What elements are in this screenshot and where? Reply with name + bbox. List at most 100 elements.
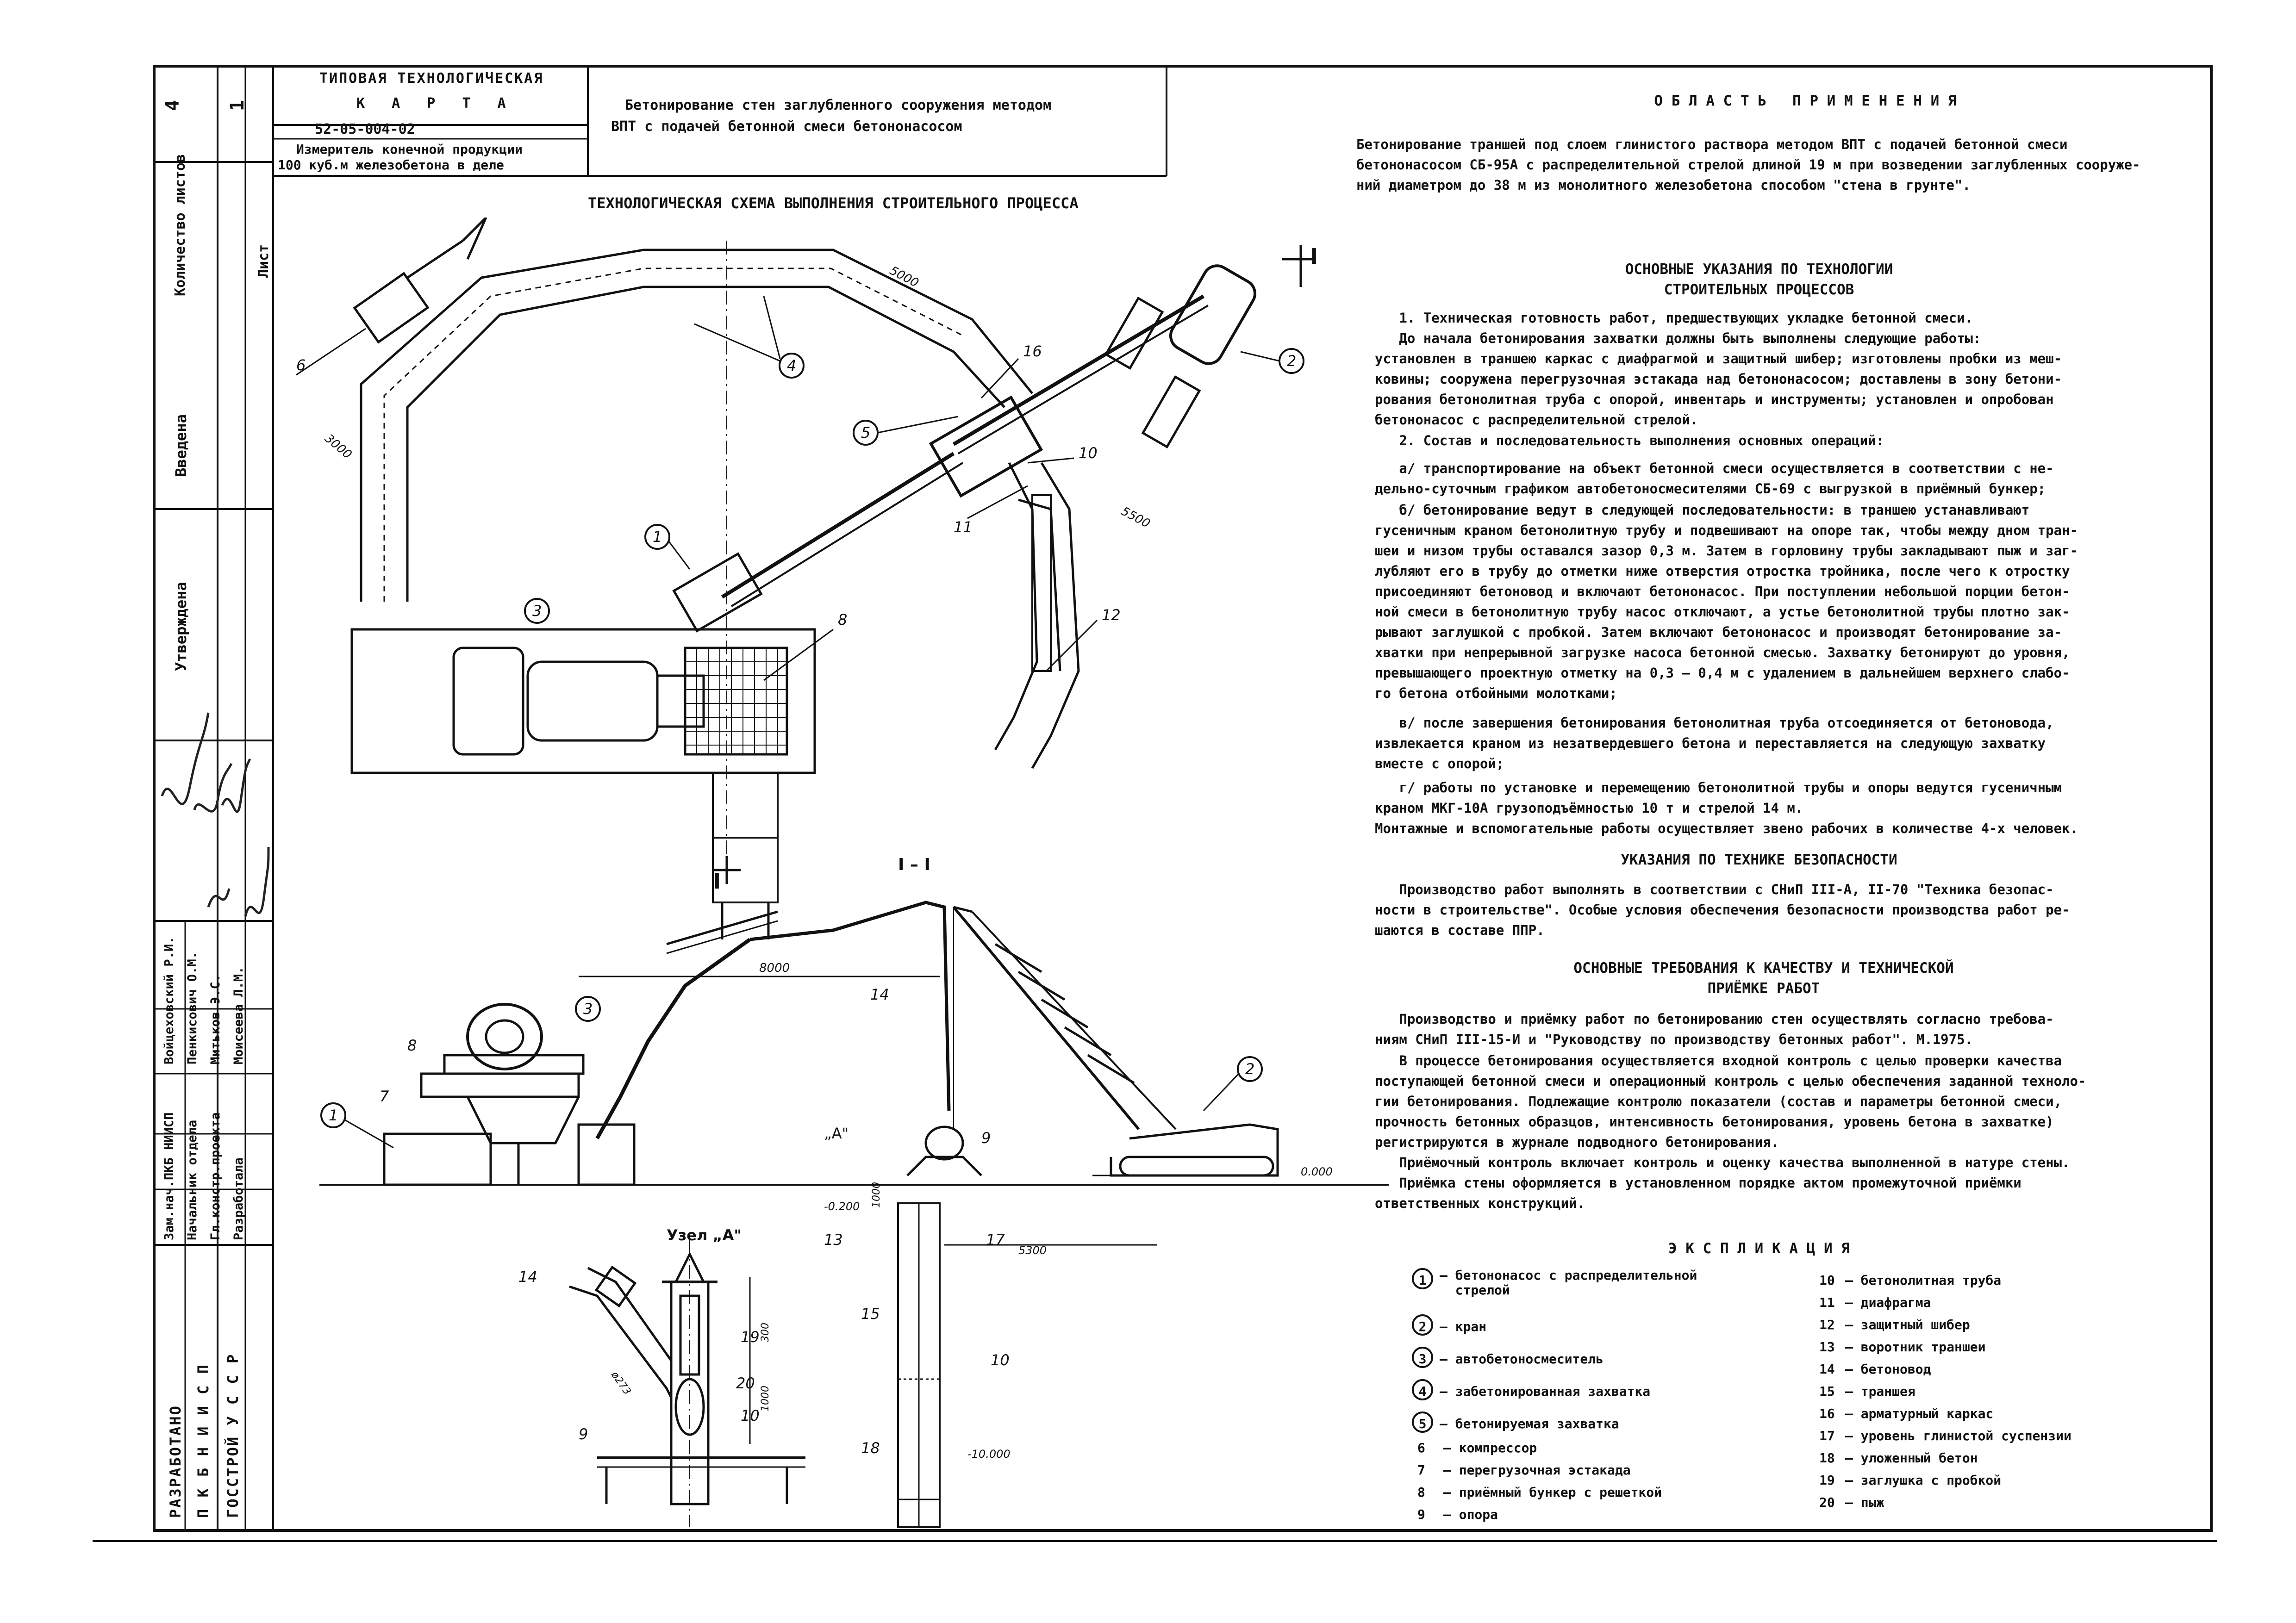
legend-item-2: 2– кран <box>1412 1314 1486 1336</box>
sheets-label: Количество листов <box>172 154 188 296</box>
person-name-1: Войцеховский Р.И. <box>162 936 176 1064</box>
scheme-title: ТЕХНОЛОГИЧЕСКАЯ СХЕМА ВЫПОЛНЕНИЯ СТРОИТЕ… <box>588 194 1079 212</box>
legend-item-9: 9– опора <box>1417 1507 1498 1522</box>
callout-17-section: 17 <box>986 1231 1005 1249</box>
callout-3-section: 3 <box>575 996 601 1022</box>
callout-13-section: 13 <box>824 1231 843 1249</box>
person-name-3: Митьков Э.С. <box>208 974 223 1064</box>
svg-text:3: 3 <box>583 1000 593 1018</box>
stamp-code: 52-05-004-02 <box>315 121 415 137</box>
callout-18-section: 18 <box>861 1439 880 1457</box>
callout-19-node: 19 <box>741 1328 760 1346</box>
callout-10-section: 10 <box>991 1351 1010 1369</box>
svg-text:11: 11 <box>954 518 973 536</box>
callout-6-plan: 6 <box>296 328 366 376</box>
callout-11-plan: 11 <box>954 485 1028 536</box>
callout-5-plan: 5 <box>853 416 959 446</box>
legend-item-14: 14– бетоновод <box>1819 1362 1931 1377</box>
legend-item-15: 15– траншея <box>1819 1384 1915 1399</box>
svg-text:1: 1 <box>329 1107 338 1124</box>
org-line2: П К Б Н И И С П <box>194 1363 212 1518</box>
svg-text:3: 3 <box>532 602 542 620</box>
legend-item-5: 5– бетонируемая захватка <box>1412 1412 1619 1433</box>
quality-p3: Приёмочный контроль включает контроль и … <box>1375 1155 2070 1211</box>
svg-text:2: 2 <box>1287 352 1296 370</box>
level-m200: -0.200 <box>824 1200 860 1213</box>
legend-item-6: 6– компрессор <box>1417 1440 1537 1455</box>
stamp-title-2: ВПТ с подачей бетонной смеси бетононасос… <box>611 118 962 135</box>
svg-text:12: 12 <box>1102 606 1121 624</box>
legend-item-10: 10– бетонолитная труба <box>1819 1273 2002 1288</box>
dim-1000-node: 1000 <box>760 1386 771 1412</box>
stamp-measure-2: 100 куб.м железобетона в деле <box>278 157 504 173</box>
legend-item-8: 8– приёмный бункер с решеткой <box>1417 1485 1662 1500</box>
section-mark-top: I <box>1310 244 1318 269</box>
callout-16-plan: 16 <box>980 342 1042 399</box>
sheets-value: 4 <box>162 99 183 111</box>
org-line3: ГОССТРОЙ У С С Р <box>224 1353 242 1518</box>
svg-text:1: 1 <box>653 528 662 546</box>
callout-9-node: 9 <box>579 1425 588 1443</box>
svg-text:2: 2 <box>1245 1060 1254 1078</box>
legend-item-4: 4– забетонированная захватка <box>1412 1379 1650 1400</box>
dim-8000: 8000 <box>759 961 790 975</box>
person-role-2: Начальник отдела <box>185 1119 200 1240</box>
legend-item-18: 18– уложенный бетон <box>1819 1450 1978 1466</box>
org-line1: РАЗРАБОТАНО <box>167 1405 184 1518</box>
drawing-frame <box>153 65 2213 1532</box>
sheet-value: 1 <box>227 99 248 111</box>
callout-15-section: 15 <box>861 1305 880 1323</box>
tech-pa: а/ транспортирование на объект бетонной … <box>1375 460 2054 497</box>
callout-10-node: 10 <box>741 1407 760 1424</box>
stamp-title-1: Бетонирование стен заглубленного сооруже… <box>625 97 1052 113</box>
legend-item-3: 3– автобетоносмеситель <box>1412 1347 1603 1368</box>
safety-heading: УКАЗАНИЯ ПО ТЕХНИКЕ БЕЗОПАСНОСТИ <box>1621 852 1897 868</box>
callout-8-section: 8 <box>407 1037 417 1054</box>
person-role-4: Разработала <box>231 1157 246 1240</box>
callout-3-plan: 3 <box>524 598 550 624</box>
callout-9-section: 9 <box>981 1129 991 1147</box>
technical-drawing: 1 2 3 4 5 6 8 10 11 12 16 I I 5000 3000 … <box>296 218 1389 1528</box>
callout-7-section: 7 <box>380 1088 389 1105</box>
tech-p2: 2. Состав и последовательность выполнени… <box>1375 433 1884 448</box>
legend-item-19: 19– заглушка с пробкой <box>1819 1473 2002 1488</box>
callout-4-plan: 4 <box>694 296 805 379</box>
callout-14-section: 14 <box>870 986 889 1003</box>
legend-item-1: 1– бетононасос с распределительной стрел… <box>1412 1268 1697 1298</box>
dim-5300: 5300 <box>1018 1244 1047 1257</box>
scope-heading: О Б Л А С Т Ь П Р И М Е Н Е Н И Я <box>1654 93 1957 109</box>
legend-item-12: 12– защитный шибер <box>1819 1317 1970 1332</box>
dim-300: 300 <box>760 1323 771 1342</box>
tech-pb: б/ бетонирование ведут в следующей после… <box>1375 502 2078 701</box>
legend-item-13: 13– воротник траншеи <box>1819 1339 1986 1355</box>
tech-heading: ОСНОВНЫЕ УКАЗАНИЯ ПО ТЕХНОЛОГИИ СТРОИТЕЛ… <box>1625 261 1893 298</box>
stamp-measure-1: Измеритель конечной продукции <box>296 142 523 157</box>
svg-text:10: 10 <box>1079 444 1098 462</box>
callout-12-plan: 12 <box>1045 606 1121 672</box>
person-role-3: Гл.констр.проекта <box>208 1112 223 1240</box>
callout-20-node: 20 <box>736 1374 755 1392</box>
svg-text:16: 16 <box>1023 342 1042 360</box>
quality-heading: ОСНОВНЫЕ ТРЕБОВАНИЯ К КАЧЕСТВУ И ТЕХНИЧЕ… <box>1573 960 1954 997</box>
callout-1-section: 1 <box>320 1102 394 1149</box>
svg-text:4: 4 <box>787 357 796 374</box>
tech-pv: в/ после завершения бетонирования бетоно… <box>1375 715 2054 771</box>
tech-p1: 1. Техническая готовность работ, предшес… <box>1375 310 2062 428</box>
legend-item-20: 20– пыж <box>1819 1495 1884 1510</box>
quality-p2: В процессе бетонирования осуществляется … <box>1375 1053 2086 1150</box>
stamp-karta: К А Р Т А <box>356 95 515 112</box>
svg-text:8: 8 <box>838 611 847 628</box>
callout-2-section: 2 <box>1203 1056 1263 1112</box>
utverzhdena-label: Утверждена <box>172 582 190 671</box>
svg-text:5: 5 <box>861 424 870 442</box>
dim-3000: 3000 <box>322 431 355 462</box>
node-a-marker: „А" <box>824 1125 849 1142</box>
legend-item-7: 7– перегрузочная эстакада <box>1417 1462 1631 1478</box>
trench-inner <box>406 286 1005 602</box>
dim-1000: 1000 <box>871 1182 882 1208</box>
person-role-1: Зам.нач.ПКБ НИИСП <box>162 1112 176 1240</box>
tech-pg: г/ работы по установке и перемещению бет… <box>1375 780 2078 836</box>
person-name-2: Пенкисович О.М. <box>185 951 200 1064</box>
level-0: 0.000 <box>1301 1165 1333 1178</box>
